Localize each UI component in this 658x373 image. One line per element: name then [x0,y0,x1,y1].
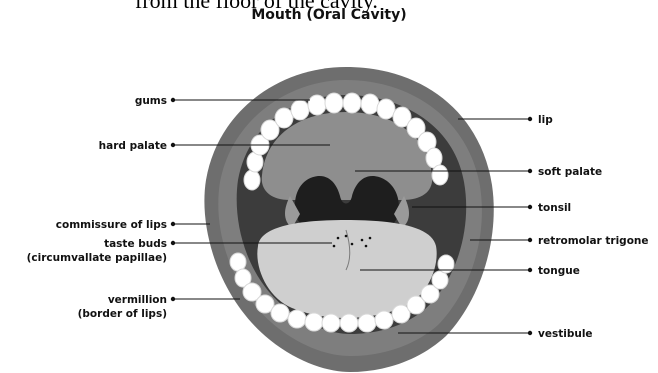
label-taste-buds-sub: (circumvallate papillae) [27,252,167,264]
label-retromolar-trigone: retromolar trigone [538,235,649,247]
label-vermillion: vermillion [108,294,167,306]
label-tongue: tongue [538,265,580,277]
label-tonsil: tonsil [538,202,571,214]
label-vestibule: vestibule [538,328,593,340]
label-soft-palate: soft palate [538,166,602,178]
label-lip: lip [538,114,553,126]
label-gums: gums [135,95,167,107]
label-vermillion-sub: (border of lips) [78,308,167,320]
label-hard-palate: hard palate [99,140,167,152]
label-taste-buds: taste buds [104,238,167,250]
label-commissure-of-lips: commissure of lips [56,219,167,231]
